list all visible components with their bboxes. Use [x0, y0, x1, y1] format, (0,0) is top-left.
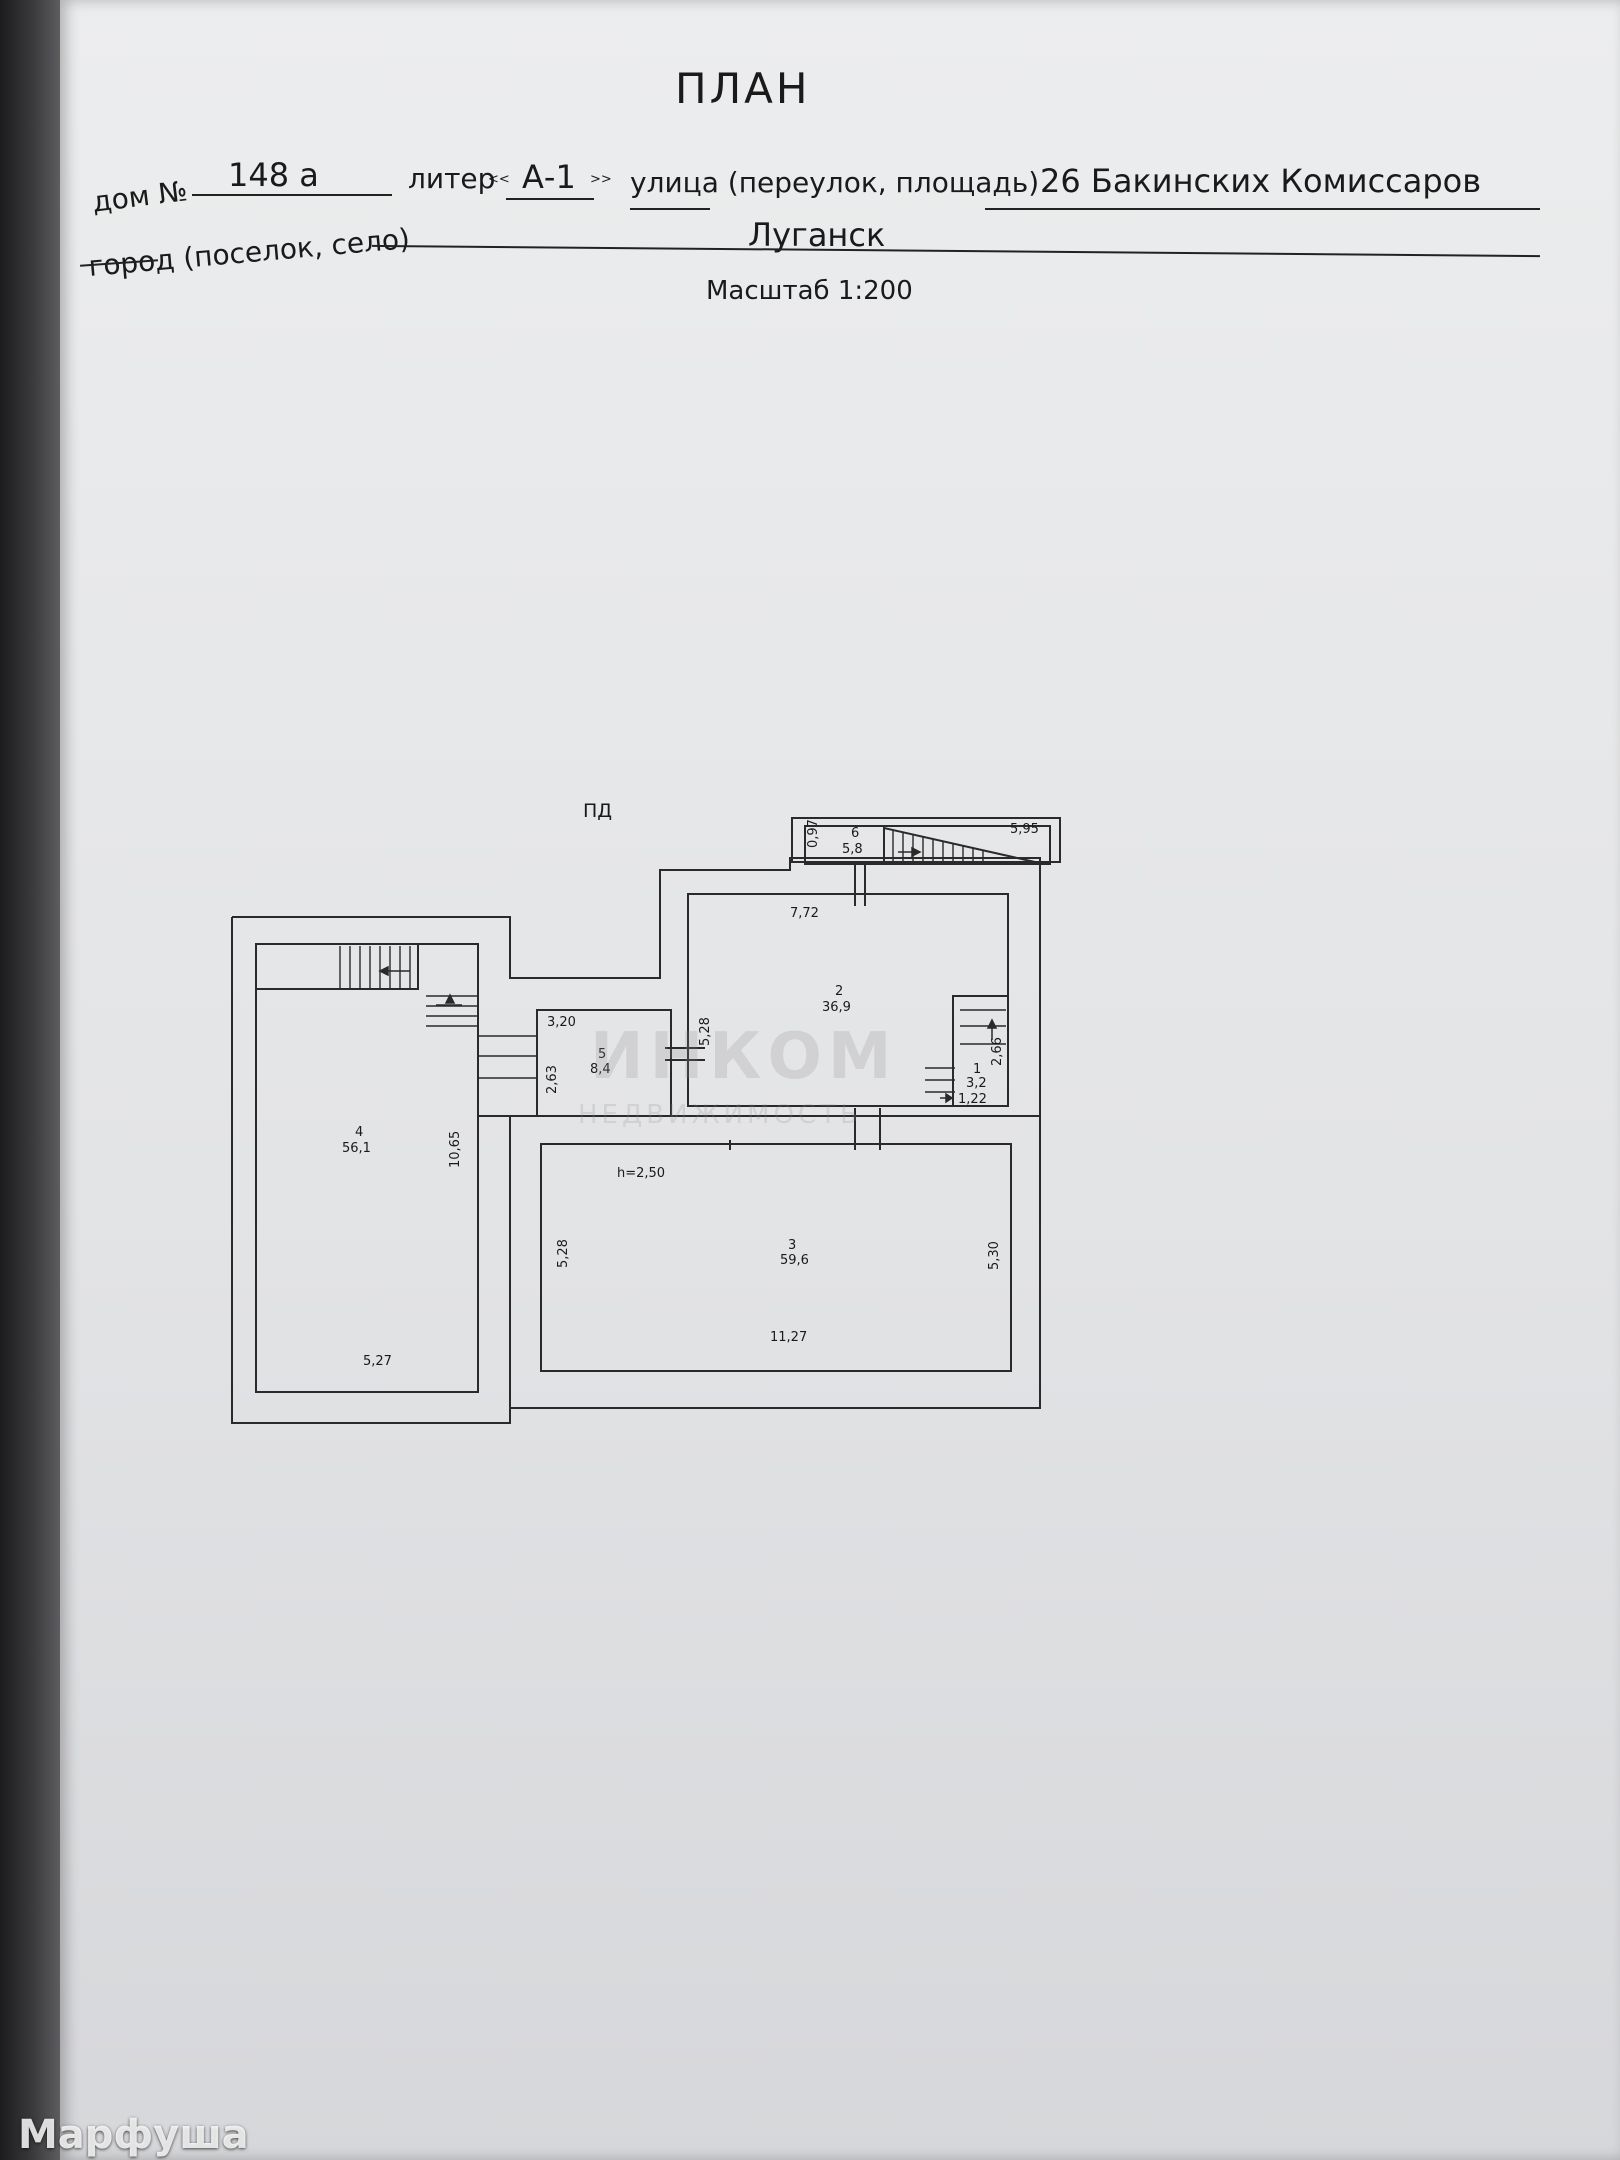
dim-0-97: 0,97	[806, 819, 821, 848]
room-5-area: 8,4	[590, 1062, 611, 1077]
room-4-outline	[255, 943, 479, 1393]
realtor-stamp-name: ИНКОМ	[590, 1020, 898, 1094]
room-4-stair	[255, 943, 419, 990]
room-1-outline	[952, 995, 1009, 1107]
dim-2-63: 2,63	[545, 1065, 560, 1094]
room-2-number: 2	[835, 984, 844, 999]
room-6-number: 6	[851, 826, 860, 841]
room-2-area: 36,9	[822, 1000, 851, 1015]
street-label-underline	[630, 208, 710, 210]
dim-10-65: 10,65	[448, 1130, 463, 1168]
liter-rule	[506, 198, 594, 200]
dim-1-22: 1,22	[958, 1092, 987, 1107]
room-6-stair	[883, 826, 1036, 863]
room-3-number: 3	[788, 1238, 797, 1253]
liter-label: литер	[408, 162, 496, 195]
dim-7-72: 7,72	[790, 906, 819, 921]
room-4-area: 56,1	[342, 1141, 371, 1156]
outer-wall	[231, 857, 1041, 1424]
document-title: ПЛАН	[675, 64, 811, 113]
dim-5-30: 5,30	[987, 1241, 1002, 1270]
dim-5-28-b: 5,28	[556, 1239, 571, 1268]
dim-3-20: 3,20	[547, 1015, 576, 1030]
house-number-rule	[192, 194, 392, 196]
room-6-area: 5,8	[842, 842, 863, 857]
dim-2-66: 2,66	[990, 1037, 1005, 1066]
scale-label: Масштаб 1:200	[706, 276, 913, 306]
dim-5-27: 5,27	[363, 1354, 392, 1369]
liter-open-quote: <<	[488, 172, 510, 187]
room-6-inner	[804, 825, 1051, 865]
binder-spine	[0, 0, 60, 2160]
room-4-number: 4	[355, 1125, 364, 1140]
street-value: 26 Бакинских Комиссаров	[1040, 162, 1482, 200]
street-rule	[985, 208, 1540, 210]
dim-5-95: 5,95	[1010, 822, 1039, 837]
plan-label-pd: ПД	[583, 800, 613, 822]
dim-11-27: 11,27	[770, 1330, 808, 1345]
liter-close-quote: >>	[590, 172, 612, 187]
realtor-stamp-sub: НЕДВИЖИМОСТЬ	[578, 1100, 862, 1130]
document-sheet	[60, 0, 1620, 2160]
house-number: 148 а	[228, 156, 319, 194]
room-5-number: 5	[598, 1047, 607, 1062]
liter-value: А-1	[522, 158, 576, 196]
room-1-area: 3,2	[966, 1076, 987, 1091]
street-label: улица (переулок, площадь)	[630, 166, 1040, 199]
room-3-outline	[540, 1143, 1012, 1372]
photo-watermark: Марфуша	[18, 2112, 249, 2158]
height-label: h=2,50	[617, 1166, 666, 1181]
room-3-area: 59,6	[780, 1253, 809, 1268]
room-1-number: 1	[973, 1062, 982, 1077]
